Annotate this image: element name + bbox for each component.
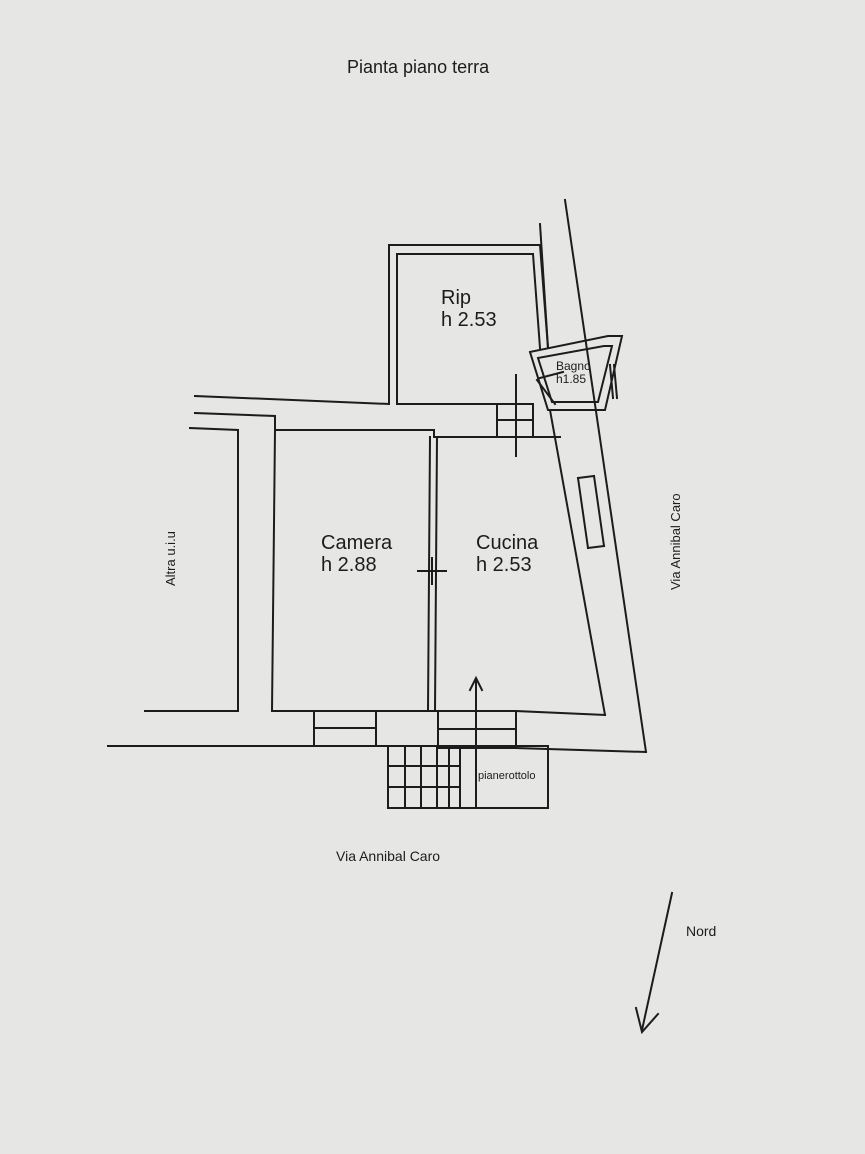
- altra-uiu-walls: [144, 426, 239, 712]
- cucina-label: Cucina h 2.53: [476, 532, 538, 577]
- south-street-label: Via Annibal Caro: [336, 848, 441, 864]
- rip-height: h 2.53: [441, 309, 497, 332]
- cucina-height: h 2.53: [476, 554, 532, 577]
- partition-wall: [417, 435, 447, 713]
- camera-name: Camera: [321, 532, 393, 554]
- bagno-label: Bagno h1.85: [556, 359, 591, 387]
- bagno-room-walls: [515, 335, 624, 457]
- altra-uiu-label: Altra u.i.u: [163, 531, 178, 586]
- landing-label: pianerottolo: [478, 770, 536, 782]
- camera-height: h 2.88: [321, 554, 377, 577]
- bagno-name: Bagno: [556, 359, 591, 373]
- cucina-room-walls: [514, 709, 607, 717]
- rip-label: Rip h 2.53: [441, 287, 497, 332]
- page-title: Pianta piano terra: [347, 57, 490, 77]
- east-street-label: Via Annibal Caro: [668, 493, 683, 590]
- north-label: Nord: [686, 923, 717, 939]
- south-openings: [313, 710, 517, 749]
- cucina-name: Cucina: [476, 532, 539, 554]
- entrance-stairs: [387, 745, 549, 809]
- corridor-walls: [193, 394, 561, 438]
- rip-name: Rip: [441, 287, 472, 309]
- east-street-wall: [538, 198, 648, 754]
- camera-label: Camera h 2.88: [321, 532, 392, 577]
- south-outer-wall: [107, 745, 648, 754]
- rip-room-walls: [388, 243, 550, 405]
- entrance-arrow: [468, 675, 484, 807]
- north-arrow: [634, 891, 674, 1035]
- bagno-height: h1.85: [556, 372, 587, 387]
